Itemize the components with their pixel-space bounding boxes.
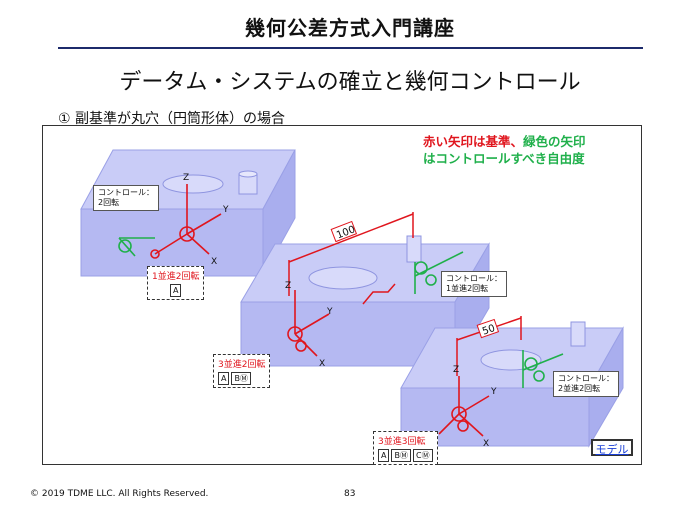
axis-z-right: Z: [453, 365, 459, 375]
figure-panel: Z Y X Z Y X Z Y X 100 50 赤い矢印は基準、緑色の矢印 は…: [42, 125, 642, 465]
page-title: 幾何公差方式入門講座: [245, 16, 455, 40]
callout-value: 2回転: [98, 198, 120, 207]
callout-label: コントロール：: [446, 274, 502, 283]
legend-separator: 、: [510, 134, 524, 149]
callout-label: コントロール：: [558, 374, 614, 383]
page-number: 83: [344, 489, 356, 499]
datum-frame-b: BⓂ: [391, 449, 411, 462]
datum-frame-a: A: [378, 449, 390, 462]
copyright-footer: © 2019 TDME LLC. All Rights Reserved.: [30, 489, 209, 499]
datum-axes-middle: [287, 290, 330, 357]
datum-frame-a: A: [218, 372, 230, 385]
axis-x-middle: X: [319, 359, 325, 369]
control-callout-right: コントロール： 2並進2回転: [553, 371, 619, 397]
control-callout-middle: コントロール： 1並進2回転: [441, 271, 507, 297]
dimension-50-label: 50: [481, 323, 497, 338]
axis-x-right: X: [483, 439, 489, 449]
datum-callout-right: 3並進3回転 A BⓂ CⓂ: [373, 431, 438, 465]
model-link-button[interactable]: モデル: [591, 439, 633, 456]
section-heading: ① 副基準が丸穴（円筒形体）の場合: [58, 111, 286, 127]
datum-dof-label: 3並進3回転: [378, 437, 426, 447]
slide-subtitle: データム・システムの確立と幾何コントロール: [119, 70, 581, 95]
legend-green-text: 緑色の矢印: [523, 134, 586, 149]
datum-dof-label: 3並進2回転: [218, 360, 266, 370]
datum-callout-middle: 3並進2回転 A BⓂ: [213, 354, 271, 388]
datum-dof-label: 1並進2回転: [152, 272, 200, 282]
model-illustration: Z Y X Z Y X Z Y X 100 50: [80, 149, 624, 449]
left-block: [80, 149, 296, 277]
datum-frame-a: A: [169, 284, 182, 297]
axis-y-left: Y: [222, 205, 229, 215]
callout-value: 1並進2回転: [446, 284, 489, 293]
datum-frame-b: BⓂ: [231, 372, 251, 385]
control-arrows-right: [522, 350, 564, 388]
datum-axes-right: [438, 376, 490, 437]
control-arrows-left: [118, 237, 155, 257]
axis-x-left: X: [211, 257, 217, 267]
axis-z-left: Z: [183, 173, 189, 183]
legend-red-text: 赤い矢印は基準: [423, 134, 511, 149]
control-arrows-middle: [414, 251, 464, 294]
datum-frame-c: CⓂ: [412, 449, 433, 462]
axis-y-middle: Y: [326, 307, 333, 317]
callout-label: コントロール：: [98, 188, 154, 197]
datum-callout-left: 1並進2回転 A: [147, 266, 205, 300]
title-underline: [58, 47, 643, 49]
legend-green-text-line2: はコントロールすべき自由度: [423, 150, 585, 166]
control-callout-left: コントロール： 2回転: [93, 185, 159, 211]
axis-y-right: Y: [490, 387, 497, 397]
dimension-100: [288, 212, 414, 305]
axis-z-middle: Z: [285, 281, 291, 291]
arrow-legend-note: 赤い矢印は基準、緑色の矢印 はコントロールすべき自由度: [423, 134, 586, 168]
callout-value: 2並進2回転: [558, 384, 601, 393]
datum-axes-left: [150, 184, 222, 259]
